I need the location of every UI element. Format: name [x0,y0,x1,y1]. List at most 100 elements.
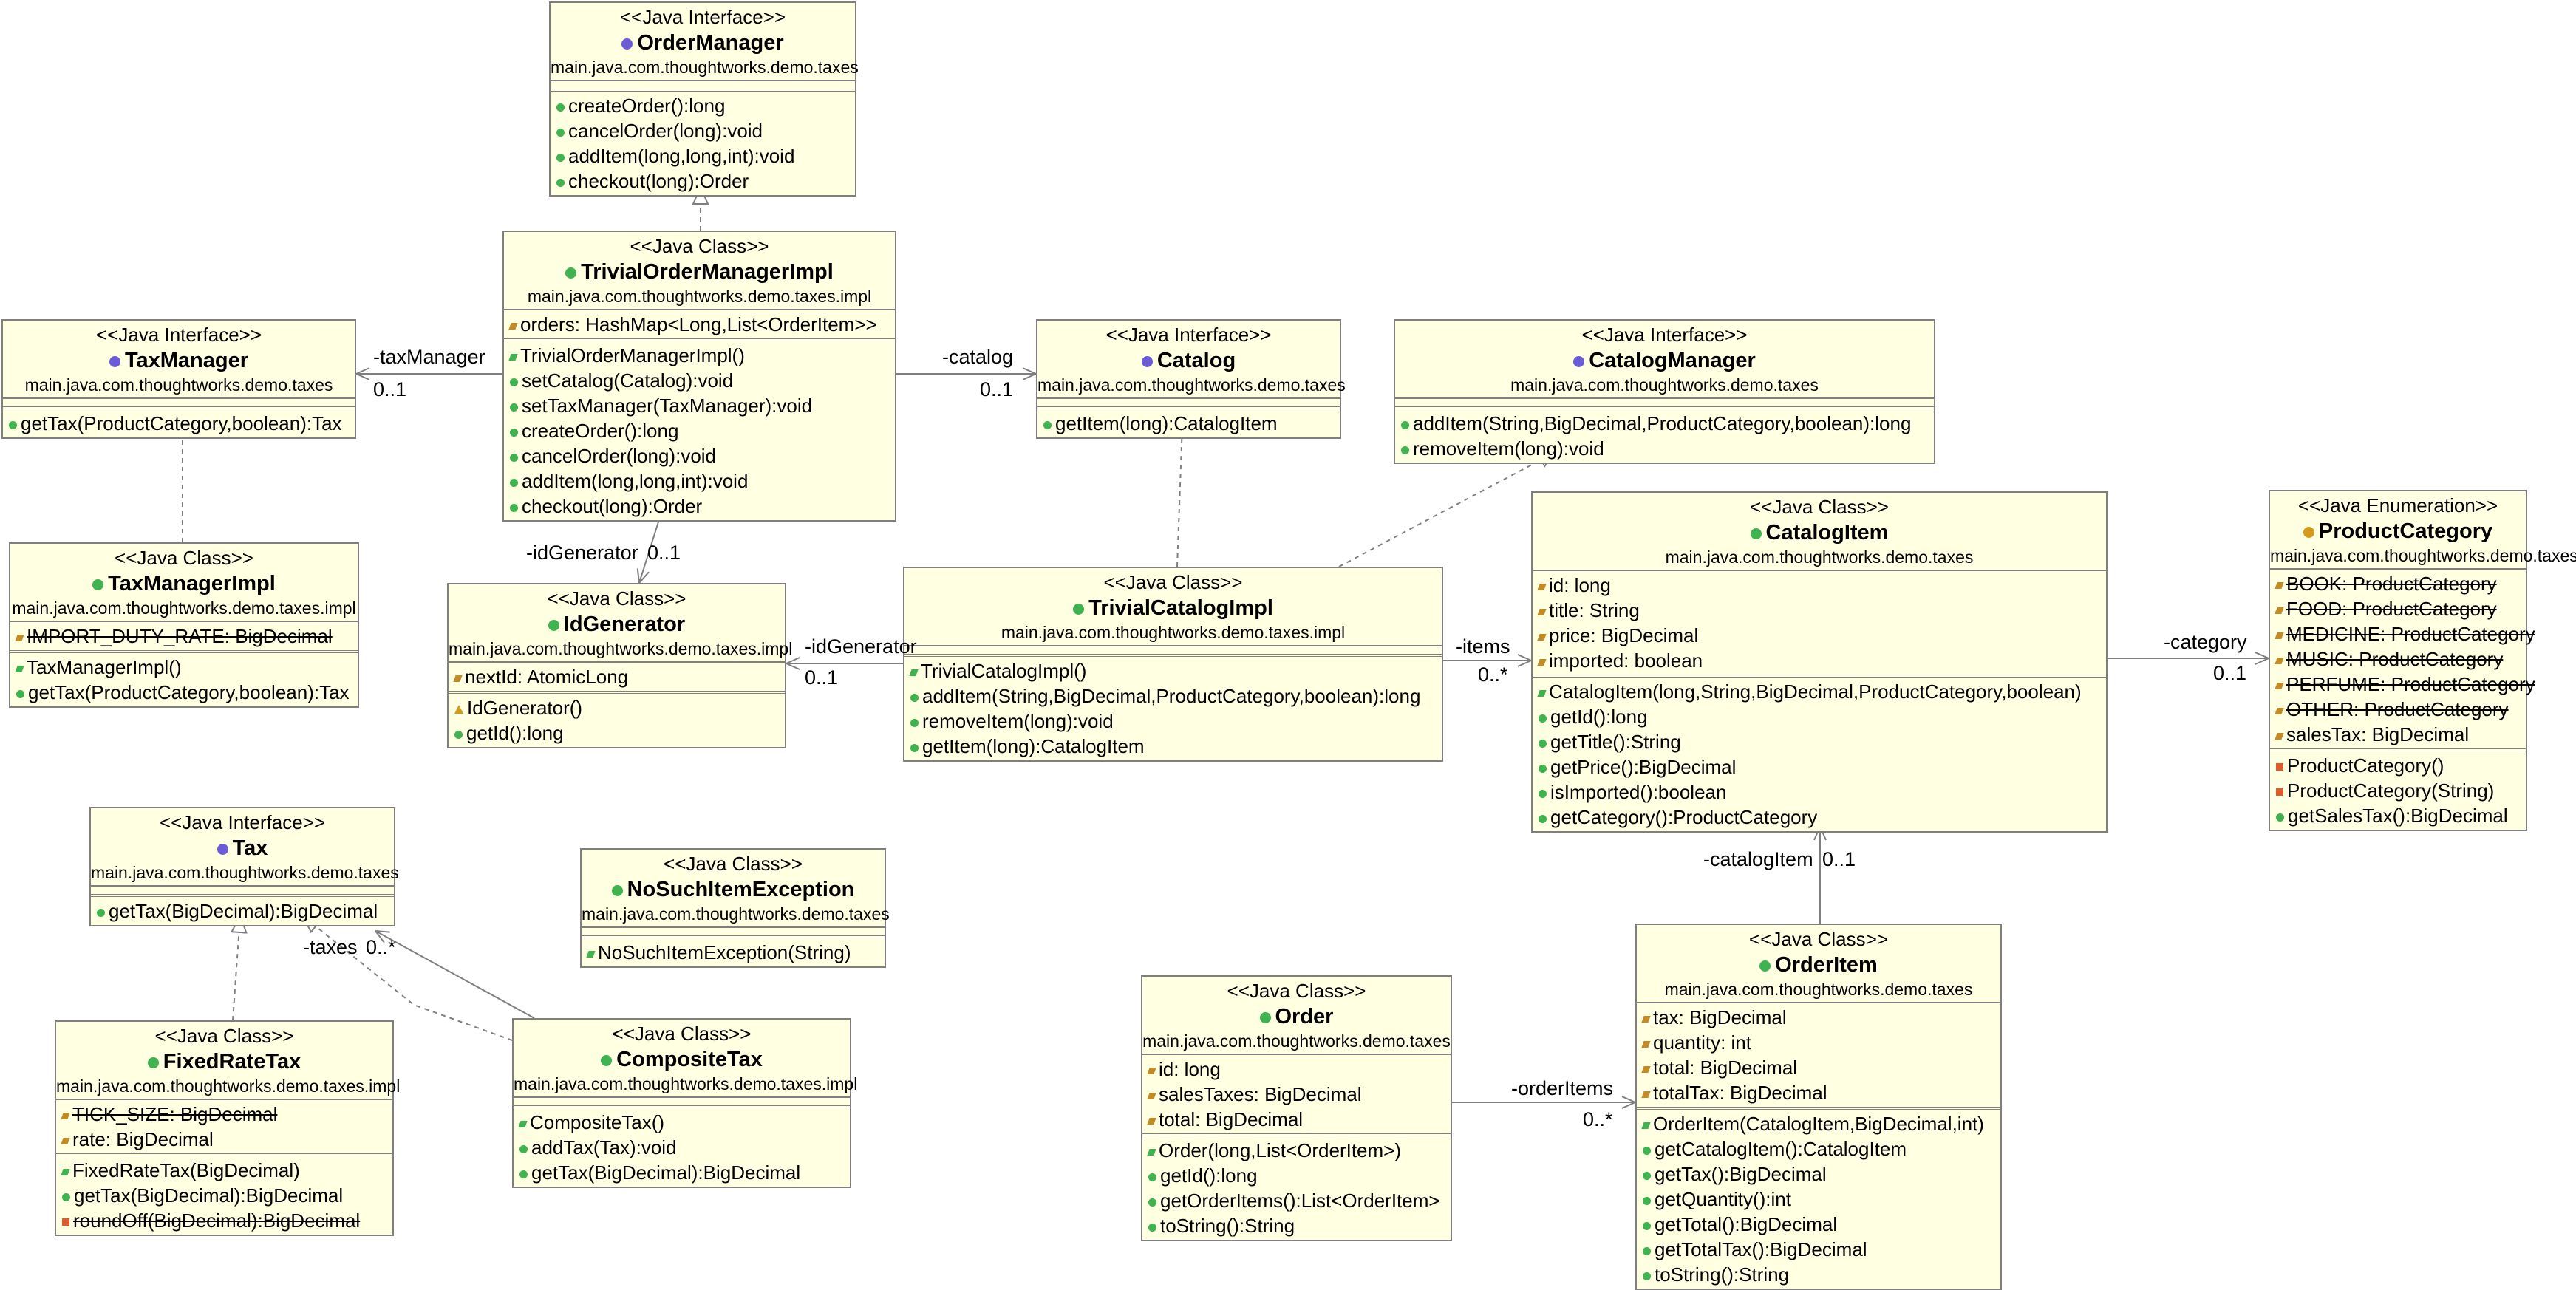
field[interactable]: orders: HashMap<Long,List<OrderItem>> [508,312,890,337]
field[interactable]: nextId: AtomicLong [453,664,780,689]
method[interactable]: isImported():boolean [1539,779,2102,805]
enum-constant[interactable]: FOOD: ProductCategory [2275,596,2521,621]
method[interactable]: createOrder():long [556,93,851,118]
method[interactable]: getTotal():BigDecimal [1643,1212,1996,1237]
method[interactable]: getId():long [1148,1163,1446,1188]
class-idgenerator[interactable]: <<Java Class>> IdGenerator main.java.com… [447,583,792,748]
method[interactable]: getOrderItems():List<OrderItem> [1148,1188,1446,1213]
method[interactable]: getTax(BigDecimal):BigDecimal [62,1183,388,1208]
method[interactable]: setTaxManager(TaxManager):void [510,393,890,418]
method[interactable]: addTax(Tax):void [519,1135,845,1160]
method[interactable]: getTax(BigDecimal):BigDecimal [519,1160,845,1185]
method[interactable]: getTitle():String [1539,729,2102,754]
methods-section: getItem(long):CatalogItem [1037,406,1340,437]
method[interactable]: addItem(long,long,int):void [510,468,890,494]
class-icon [1073,603,1085,615]
field[interactable]: id: long [1537,573,2102,598]
method[interactable]: getPrice():BigDecimal [1539,754,2102,779]
method[interactable]: getCatalogItem():CatalogItem [1643,1136,1996,1161]
class-order[interactable]: <<Java Class>> Order main.java.com.thoug… [1141,975,1452,1241]
class-catalogmanager[interactable]: <<Java Interface>> CatalogManager main.j… [1394,319,1935,464]
field[interactable]: id: long [1147,1057,1446,1082]
method[interactable]: toString():String [1643,1262,1996,1287]
method[interactable]: getTax(ProductCategory,boolean):Tax [9,411,350,436]
field[interactable]: total: BigDecimal [1147,1107,1446,1132]
enum-constant[interactable]: MEDICINE: ProductCategory [2275,621,2535,646]
class-trivialcatalogimpl[interactable]: <<Java Class>> TrivialCatalogImpl main.j… [903,567,1443,762]
constructor[interactable]: TaxManagerImpl() [15,655,353,680]
method[interactable]: getTax(ProductCategory,boolean):Tax [16,680,353,705]
class-nosuchitemexception[interactable]: <<Java Class>> NoSuchItemException main.… [580,848,890,968]
constructor[interactable]: ProductCategory(String) [2276,778,2521,803]
static-field[interactable]: TICK_SIZE: BigDecimal [61,1102,388,1127]
constructor[interactable]: CatalogItem(long,String,BigDecimal,Produ… [1537,679,2102,704]
enum-constant[interactable]: BOOK: ProductCategory [2275,571,2521,596]
enum-constant[interactable]: MUSIC: ProductCategory [2275,646,2521,672]
class-taxmanager[interactable]: <<Java Interface>> TaxManager main.java.… [1,319,356,439]
class-catalog[interactable]: <<Java Interface>> Catalog main.java.com… [1036,319,1346,439]
field[interactable]: salesTax: BigDecimal [2275,722,2521,747]
constructor[interactable]: TrivialOrderManagerImpl() [508,343,890,368]
enum-constant[interactable]: PERFUME: ProductCategory [2275,672,2535,697]
class-fixedratetax[interactable]: <<Java Class>> FixedRateTax main.java.co… [55,1020,400,1236]
class-tax[interactable]: <<Java Interface>> Tax main.java.com.tho… [89,807,399,926]
method[interactable]: getSalesTax():BigDecimal [2276,803,2521,828]
realization-trivialcatalogimpl-catalogmanager [1338,452,1556,567]
method[interactable]: getCategory():ProductCategory [1539,805,2102,830]
private-field-icon [61,1137,70,1144]
method[interactable]: toString():String [1148,1213,1446,1238]
class-orderitem[interactable]: <<Java Class>> OrderItem main.java.com.t… [1635,924,2002,1290]
method[interactable]: getItem(long):CatalogItem [910,734,1437,759]
static-method[interactable]: roundOff(BigDecimal):BigDecimal [62,1208,388,1233]
field[interactable]: title: String [1537,598,2102,623]
constructor[interactable]: Order(long,List<OrderItem>) [1147,1138,1446,1163]
class-trivialordermanagerimpl[interactable]: <<Java Class>> TrivialOrderManagerImpl m… [502,231,896,522]
method[interactable]: removeItem(long):void [910,709,1437,734]
constructor[interactable]: IdGenerator() [454,695,780,720]
method[interactable]: setCatalog(Catalog):void [510,368,890,393]
package-name: main.java.com.thoughtworks.demo.taxes [1665,547,1974,567]
method[interactable]: getId():long [454,720,780,745]
class-catalogitem[interactable]: <<Java Class>> CatalogItem main.java.com… [1531,491,2108,833]
field[interactable]: salesTaxes: BigDecimal [1147,1082,1446,1107]
method[interactable]: getId():long [1539,704,2102,729]
constructor[interactable]: TrivialCatalogImpl() [909,658,1437,683]
constructor-icon [909,669,919,676]
field[interactable]: price: BigDecimal [1537,623,2102,648]
fields-section: tax: BigDecimal quantity: int total: Big… [1637,1002,2000,1107]
field[interactable]: imported: boolean [1537,648,2102,673]
field[interactable]: totalTax: BigDecimal [1641,1080,1996,1105]
method[interactable]: addItem(String,BigDecimal,ProductCategor… [1401,411,1929,436]
static-field-icon [2275,632,2284,639]
field[interactable]: rate: BigDecimal [61,1127,388,1152]
class-productcategory[interactable]: <<Java Enumeration>> ProductCategory mai… [2269,490,2576,831]
field[interactable]: quantity: int [1641,1030,1996,1055]
method[interactable]: getItem(long):CatalogItem [1043,411,1335,436]
method[interactable]: checkout(long):Order [556,168,851,194]
method[interactable]: cancelOrder(long):void [556,118,851,143]
field[interactable]: total: BigDecimal [1641,1055,1996,1080]
method[interactable]: getTotalTax():BigDecimal [1643,1237,1996,1262]
constructor[interactable]: OrderItem(CatalogItem,BigDecimal,int) [1641,1111,1996,1136]
constructor[interactable]: ProductCategory() [2276,753,2521,778]
constructor[interactable]: CompositeTax() [518,1110,845,1135]
method[interactable]: checkout(long):Order [510,494,890,519]
method[interactable]: createOrder():long [510,418,890,443]
method[interactable]: getQuantity():int [1643,1187,1996,1212]
method[interactable]: addItem(String,BigDecimal,ProductCategor… [910,683,1437,709]
interface-icon [217,843,228,855]
method[interactable]: getTax(BigDecimal):BigDecimal [97,898,389,924]
class-ordermanager[interactable]: <<Java Interface>> OrderManager main.jav… [549,1,859,197]
method[interactable]: addItem(long,long,int):void [556,143,851,168]
constructor[interactable]: FixedRateTax(BigDecimal) [61,1158,388,1183]
method[interactable]: getTax():BigDecimal [1643,1161,1996,1187]
class-taxmanagerimpl[interactable]: <<Java Class>> TaxManagerImpl main.java.… [9,542,359,708]
static-field[interactable]: IMPORT_DUTY_RATE: BigDecimal [15,624,353,649]
method[interactable]: cancelOrder(long):void [510,443,890,468]
constructor-icon [586,950,596,958]
method[interactable]: removeItem(long):void [1401,436,1929,461]
class-compositetax[interactable]: <<Java Class>> CompositeTax main.java.co… [512,1018,857,1188]
constructor[interactable]: NoSuchItemException(String) [586,940,880,965]
enum-constant[interactable]: OTHER: ProductCategory [2275,697,2521,722]
field[interactable]: tax: BigDecimal [1641,1005,1996,1030]
